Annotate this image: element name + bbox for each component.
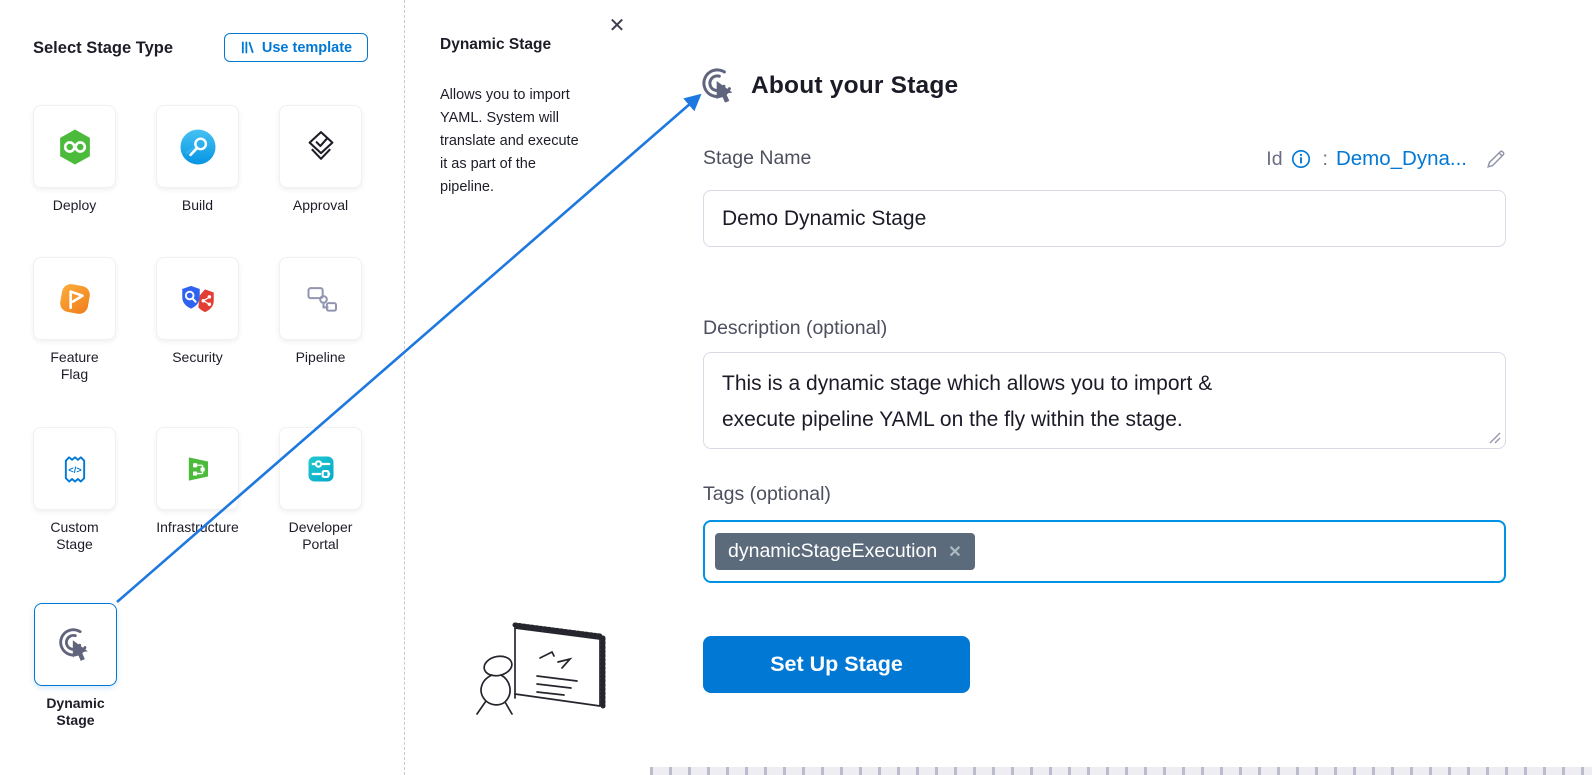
- stage-type-deploy[interactable]: Deploy: [33, 105, 116, 214]
- stage-id-value[interactable]: Demo_Dyna...: [1335, 147, 1467, 170]
- pipeline-canvas-edge: [650, 767, 1592, 775]
- help-panel-description: Allows you to import YAML. System will t…: [440, 87, 579, 195]
- description-label: Description (optional): [703, 317, 888, 339]
- tag-chip-label: dynamicStageExecution: [728, 540, 938, 562]
- tags-label: Tags (optional): [703, 483, 831, 505]
- dynamic-stage-icon: [58, 627, 88, 661]
- close-icon[interactable]: ✕: [604, 13, 630, 39]
- stage-name-input[interactable]: [703, 190, 1506, 247]
- build-icon: [180, 129, 215, 164]
- approval-icon: [308, 130, 333, 160]
- whiteboard-illustration: [476, 622, 606, 715]
- stage-type-dynamic-stage[interactable]: Dynamic Stage: [34, 603, 117, 729]
- edit-pencil-icon[interactable]: [1485, 149, 1506, 170]
- panel-divider: [404, 0, 405, 775]
- custom-stage-icon: </>: [64, 455, 85, 482]
- use-template-button[interactable]: Use template: [224, 33, 368, 62]
- security-icon: [181, 285, 214, 312]
- feature-flag-icon: [59, 283, 90, 314]
- page-title: Select Stage Type: [33, 39, 174, 57]
- template-library-icon: [241, 41, 254, 54]
- stage-id-row: Id : Demo_Dyna...: [1266, 147, 1506, 171]
- help-panel-title: Dynamic Stage: [440, 36, 552, 53]
- info-icon[interactable]: [1291, 149, 1311, 169]
- stage-name-label: Stage Name: [703, 147, 812, 169]
- deploy-icon: [59, 129, 90, 164]
- stage-type-pipeline[interactable]: Pipeline: [279, 257, 362, 366]
- id-label: Id: [1266, 147, 1283, 170]
- id-colon: :: [1322, 147, 1328, 170]
- stage-type-approval[interactable]: Approval: [279, 105, 362, 214]
- stage-type-feature-flag[interactable]: Feature Flag: [33, 257, 116, 383]
- stage-type-developer-portal[interactable]: Developer Portal: [279, 427, 362, 553]
- stage-type-build[interactable]: Build: [156, 105, 239, 214]
- svg-text:</>: </>: [68, 465, 81, 475]
- developer-portal-icon: [308, 456, 333, 481]
- use-template-label: Use template: [261, 39, 353, 56]
- description-textarea[interactable]: This is a dynamic stage which allows you…: [703, 352, 1506, 449]
- pipeline-icon: [307, 286, 337, 312]
- dynamic-stage-icon: [702, 68, 733, 103]
- tag-remove-icon[interactable]: ✕: [948, 543, 962, 561]
- set-up-stage-button[interactable]: Set Up Stage: [703, 636, 970, 693]
- tags-input[interactable]: dynamicStageExecution ✕: [703, 520, 1506, 583]
- stage-type-infrastructure[interactable]: Infrastructure: [156, 427, 239, 536]
- tag-chip[interactable]: dynamicStageExecution ✕: [715, 533, 975, 570]
- stage-type-security[interactable]: Security: [156, 257, 239, 366]
- about-stage-heading: About your Stage: [751, 72, 959, 99]
- infrastructure-icon: [188, 456, 208, 481]
- stage-type-custom-stage[interactable]: </> Custom Stage: [33, 427, 116, 553]
